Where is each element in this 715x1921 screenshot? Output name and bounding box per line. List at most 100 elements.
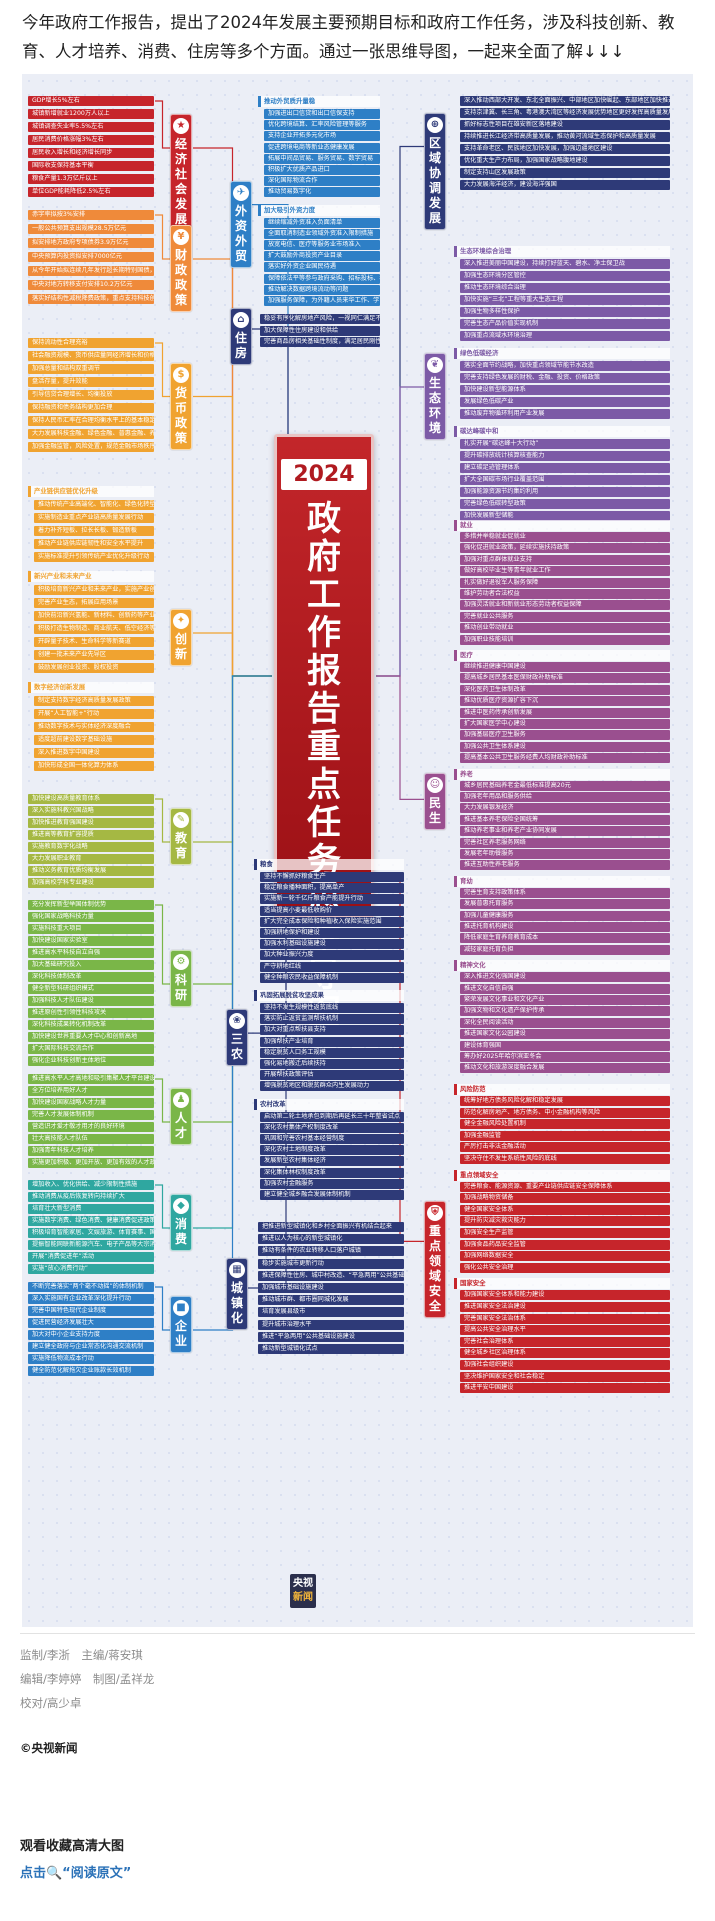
urbanization-item: 培育发展县级市 bbox=[258, 1307, 404, 1318]
monetary-item: 加强总量和结构双重调节 bbox=[28, 364, 154, 374]
security-item: 完善社会治理体系 bbox=[460, 1336, 670, 1347]
talent-item: 全方位培养用好人才 bbox=[28, 1086, 154, 1096]
security-item: 加强战略物资储备 bbox=[460, 1193, 670, 1204]
foreign-item: 促进跨境电商等新业态健康发展 bbox=[264, 142, 380, 153]
livelihood-item: 繁荣发展文化事业和文化产业 bbox=[460, 995, 670, 1005]
topic-consumption-label: 消费 bbox=[174, 1217, 187, 1246]
research-item: 强化企业科技创新主体地位 bbox=[28, 1056, 154, 1066]
topic-security: ⛨重点领域安全 bbox=[424, 1201, 446, 1319]
security-item: 推进平安中国建设 bbox=[460, 1383, 670, 1394]
agriculture-subheading: 粮食 bbox=[254, 859, 404, 870]
livelihood-item: 降低家庭生育养育教育成本 bbox=[460, 933, 670, 944]
eco-item: 建立碳足迹管理体系 bbox=[460, 463, 670, 473]
topic-talent-icon: ♟ bbox=[173, 1092, 189, 1108]
foreign-item: 加强进出口信贷和出口信保支持 bbox=[264, 109, 380, 119]
livelihood-subheading: 养老 bbox=[454, 768, 670, 780]
eco-item: 落实全面节约战略，加快重点领域节能节水改造 bbox=[460, 361, 670, 371]
research-item: 深化科技成果转化机制改革 bbox=[28, 1020, 154, 1030]
eco-item: 加快发展新型储能 bbox=[460, 511, 670, 521]
enterprise-connector bbox=[193, 675, 272, 1331]
talent-item: 壮大高技能人才队伍 bbox=[28, 1134, 154, 1144]
agriculture-item: 建立健全城乡融合发展体制机制 bbox=[260, 1190, 404, 1200]
regional-item: 深入推动西部大开发、东北全面振兴、中部地区加快崛起、东部地区加快推进现代化 bbox=[460, 96, 670, 106]
fiscal-item: 从今年开始拟连续几年发行超长期特别国债，今年先发行1万亿元 bbox=[28, 266, 154, 276]
eco-item: 加强生态环境分区管控 bbox=[460, 271, 670, 281]
innovation-item: 推动传统产业高端化、智能化、绿色化转型 bbox=[34, 500, 154, 510]
livelihood-item: 深化全民阅读活动 bbox=[460, 1017, 670, 1028]
agriculture-item: 严守耕地红线 bbox=[260, 961, 404, 972]
agriculture-item: 加大对重点帮扶县支持 bbox=[260, 1025, 404, 1036]
topic-eco: ❦生态环境 bbox=[424, 353, 446, 440]
economy-item: 居民消费价格涨幅3%左右 bbox=[28, 135, 154, 145]
enterprise-item: 加大对中小企业支持力度 bbox=[28, 1330, 154, 1340]
regional-item: 支持京津冀、长三角、粤港澳大湾区等经济发展优势地区更好发挥高质量发展动力源作用 bbox=[460, 108, 670, 118]
innovation-item: 开辟量子技术、生命科学等新赛道 bbox=[34, 637, 154, 647]
research-item: 强化国家战略科技力量 bbox=[28, 912, 154, 922]
livelihood-item: 推进中医药传承创新发展 bbox=[460, 707, 670, 718]
innovation-item: 创建一批未来产业先导区 bbox=[34, 650, 154, 660]
read-original-link[interactable]: 点击🔍“阅读原文” bbox=[20, 1866, 132, 1881]
housing-item: 完善商品房相关基础性制度，满足居民刚性住房需求和多样化改善性住房需求 bbox=[260, 337, 380, 347]
foreign-item: 推动解决数据跨境流动等问题 bbox=[264, 284, 380, 295]
monetary-item: 加强金融监管，风险处置，规范金融市场秩序 bbox=[28, 442, 154, 452]
topic-housing: ⌂住房 bbox=[230, 308, 252, 365]
education-item: 实施教育数字化战略 bbox=[28, 842, 154, 852]
innovation-item: 开展“人工智能+”行动 bbox=[34, 709, 154, 719]
topic-monetary-label: 货币政策 bbox=[174, 385, 187, 445]
consumption-item: 推动消费从疫后恢复转向持续扩大 bbox=[28, 1192, 154, 1202]
eco-subheading: 生态环境综合治理 bbox=[454, 246, 670, 257]
eco-item: 完善支持绿色发展的财税、金融、投资、价格政策 bbox=[460, 373, 670, 383]
research-item: 推进原创性引领性科技攻关 bbox=[28, 1008, 154, 1018]
urbanization-item: 推进以人为核心的新型城镇化 bbox=[258, 1234, 404, 1245]
livelihood-item: 继续推进健康中国建设 bbox=[460, 662, 670, 672]
education-item: 深入实施科教兴国战略 bbox=[28, 806, 154, 816]
urbanization-item: 推动城市群、都市圈同城化发展 bbox=[258, 1295, 404, 1306]
foreign-item: 放宽电信、医疗等服务业市场准入 bbox=[264, 240, 380, 250]
livelihood-item: 推进互助性养老服务 bbox=[460, 860, 670, 871]
foreign-item: 推动贸易数字化 bbox=[264, 187, 380, 198]
enterprise-item: 建立健全政府与企业常态化沟通交流机制 bbox=[28, 1342, 154, 1352]
topic-research: ⚙科研 bbox=[170, 950, 192, 1007]
topic-monetary: $货币政策 bbox=[170, 362, 192, 450]
foreign-item: 扩大鼓励外商投资产业目录 bbox=[264, 251, 380, 262]
agriculture-subheading: 农村改革 bbox=[254, 1098, 404, 1110]
topic-innovation-label: 创新 bbox=[174, 632, 187, 661]
livelihood-subheading: 就业 bbox=[454, 520, 670, 531]
foreign-item: 深化国际物流合作 bbox=[264, 176, 380, 187]
innovation-item: 适度超前建设数字基础设施 bbox=[34, 735, 154, 745]
urbanization-item: 推动新型城镇化试点 bbox=[258, 1344, 404, 1354]
monetary-item: 保持融资和债务结构更加合理 bbox=[28, 403, 154, 413]
livelihood-item: 扩大国家医学中心建设 bbox=[460, 719, 670, 729]
livelihood-item: 加强儿童健康服务 bbox=[460, 910, 670, 921]
monetary-item: 盘活存量，提升效能 bbox=[28, 377, 154, 387]
eco-item: 加快实施“三北”工程等重大生态工程 bbox=[460, 295, 670, 305]
agriculture-subheading: 巩固拓展脱贫攻坚成果 bbox=[254, 990, 404, 1001]
eco-item: 完善绿色低碳转型政策 bbox=[460, 499, 670, 509]
eco-subheading: 绿色低碳经济 bbox=[454, 348, 670, 359]
fiscal-item: 赤字率拟按3%安排 bbox=[28, 210, 154, 220]
education-bracket bbox=[155, 798, 170, 843]
agriculture-item: 健全种粮农民收益保障机制 bbox=[260, 972, 404, 983]
foreign-subheading: 推动外贸质升量稳 bbox=[258, 96, 380, 107]
livelihood-item: 推动文化和旅游深度融合发展 bbox=[460, 1063, 670, 1074]
consumption-item: 实施“放心消费行动” bbox=[28, 1264, 154, 1274]
innovation-item: 加快前沿新兴氢能、新材料、创新药等产业发展 bbox=[34, 611, 154, 621]
research-item: 加快建设国家实验室 bbox=[28, 936, 154, 946]
economy-item: 粮食产量1.3万亿斤以上 bbox=[28, 174, 154, 184]
innovation-item: 完善产业生态，拓展应用场景 bbox=[34, 598, 154, 608]
livelihood-item: 加强灵活就业和新就业形态劳动者权益保障 bbox=[460, 600, 670, 611]
monetary-item: 大力发展科技金融、绿色金融、普惠金融、养老金融、数字金融 bbox=[28, 429, 154, 439]
education-item: 推动义务教育优质均衡发展 bbox=[28, 866, 154, 876]
innovation-item: 深入推进数字中国建设 bbox=[34, 748, 154, 758]
security-item: 坚决守住不发生系统性风险的底线 bbox=[460, 1154, 670, 1164]
livelihood-item: 维护劳动者合法权益 bbox=[460, 589, 670, 599]
economy-item: GDP增长5%左右 bbox=[28, 96, 154, 106]
security-item: 统筹好地方债务风险化解和稳定发展 bbox=[460, 1096, 670, 1106]
livelihood-item: 减轻家庭托育负担 bbox=[460, 944, 670, 955]
agriculture-item: 加强水利基础设施建设 bbox=[260, 939, 404, 950]
topic-agriculture-icon: ❀ bbox=[229, 1013, 245, 1030]
eco-item: 加强能源资源节约集约利用 bbox=[460, 487, 670, 497]
mind-map-poster: 2024 政府工作报告重点任务思维导图 GDP增长5%左右城镇新增就业1200万… bbox=[22, 74, 693, 1627]
urbanization-item: 推进保障性住房、城中村改造、“平急两用”公共基础设施建设 bbox=[258, 1270, 404, 1281]
livelihood-item: 推进国家文化公园建设 bbox=[460, 1029, 670, 1040]
